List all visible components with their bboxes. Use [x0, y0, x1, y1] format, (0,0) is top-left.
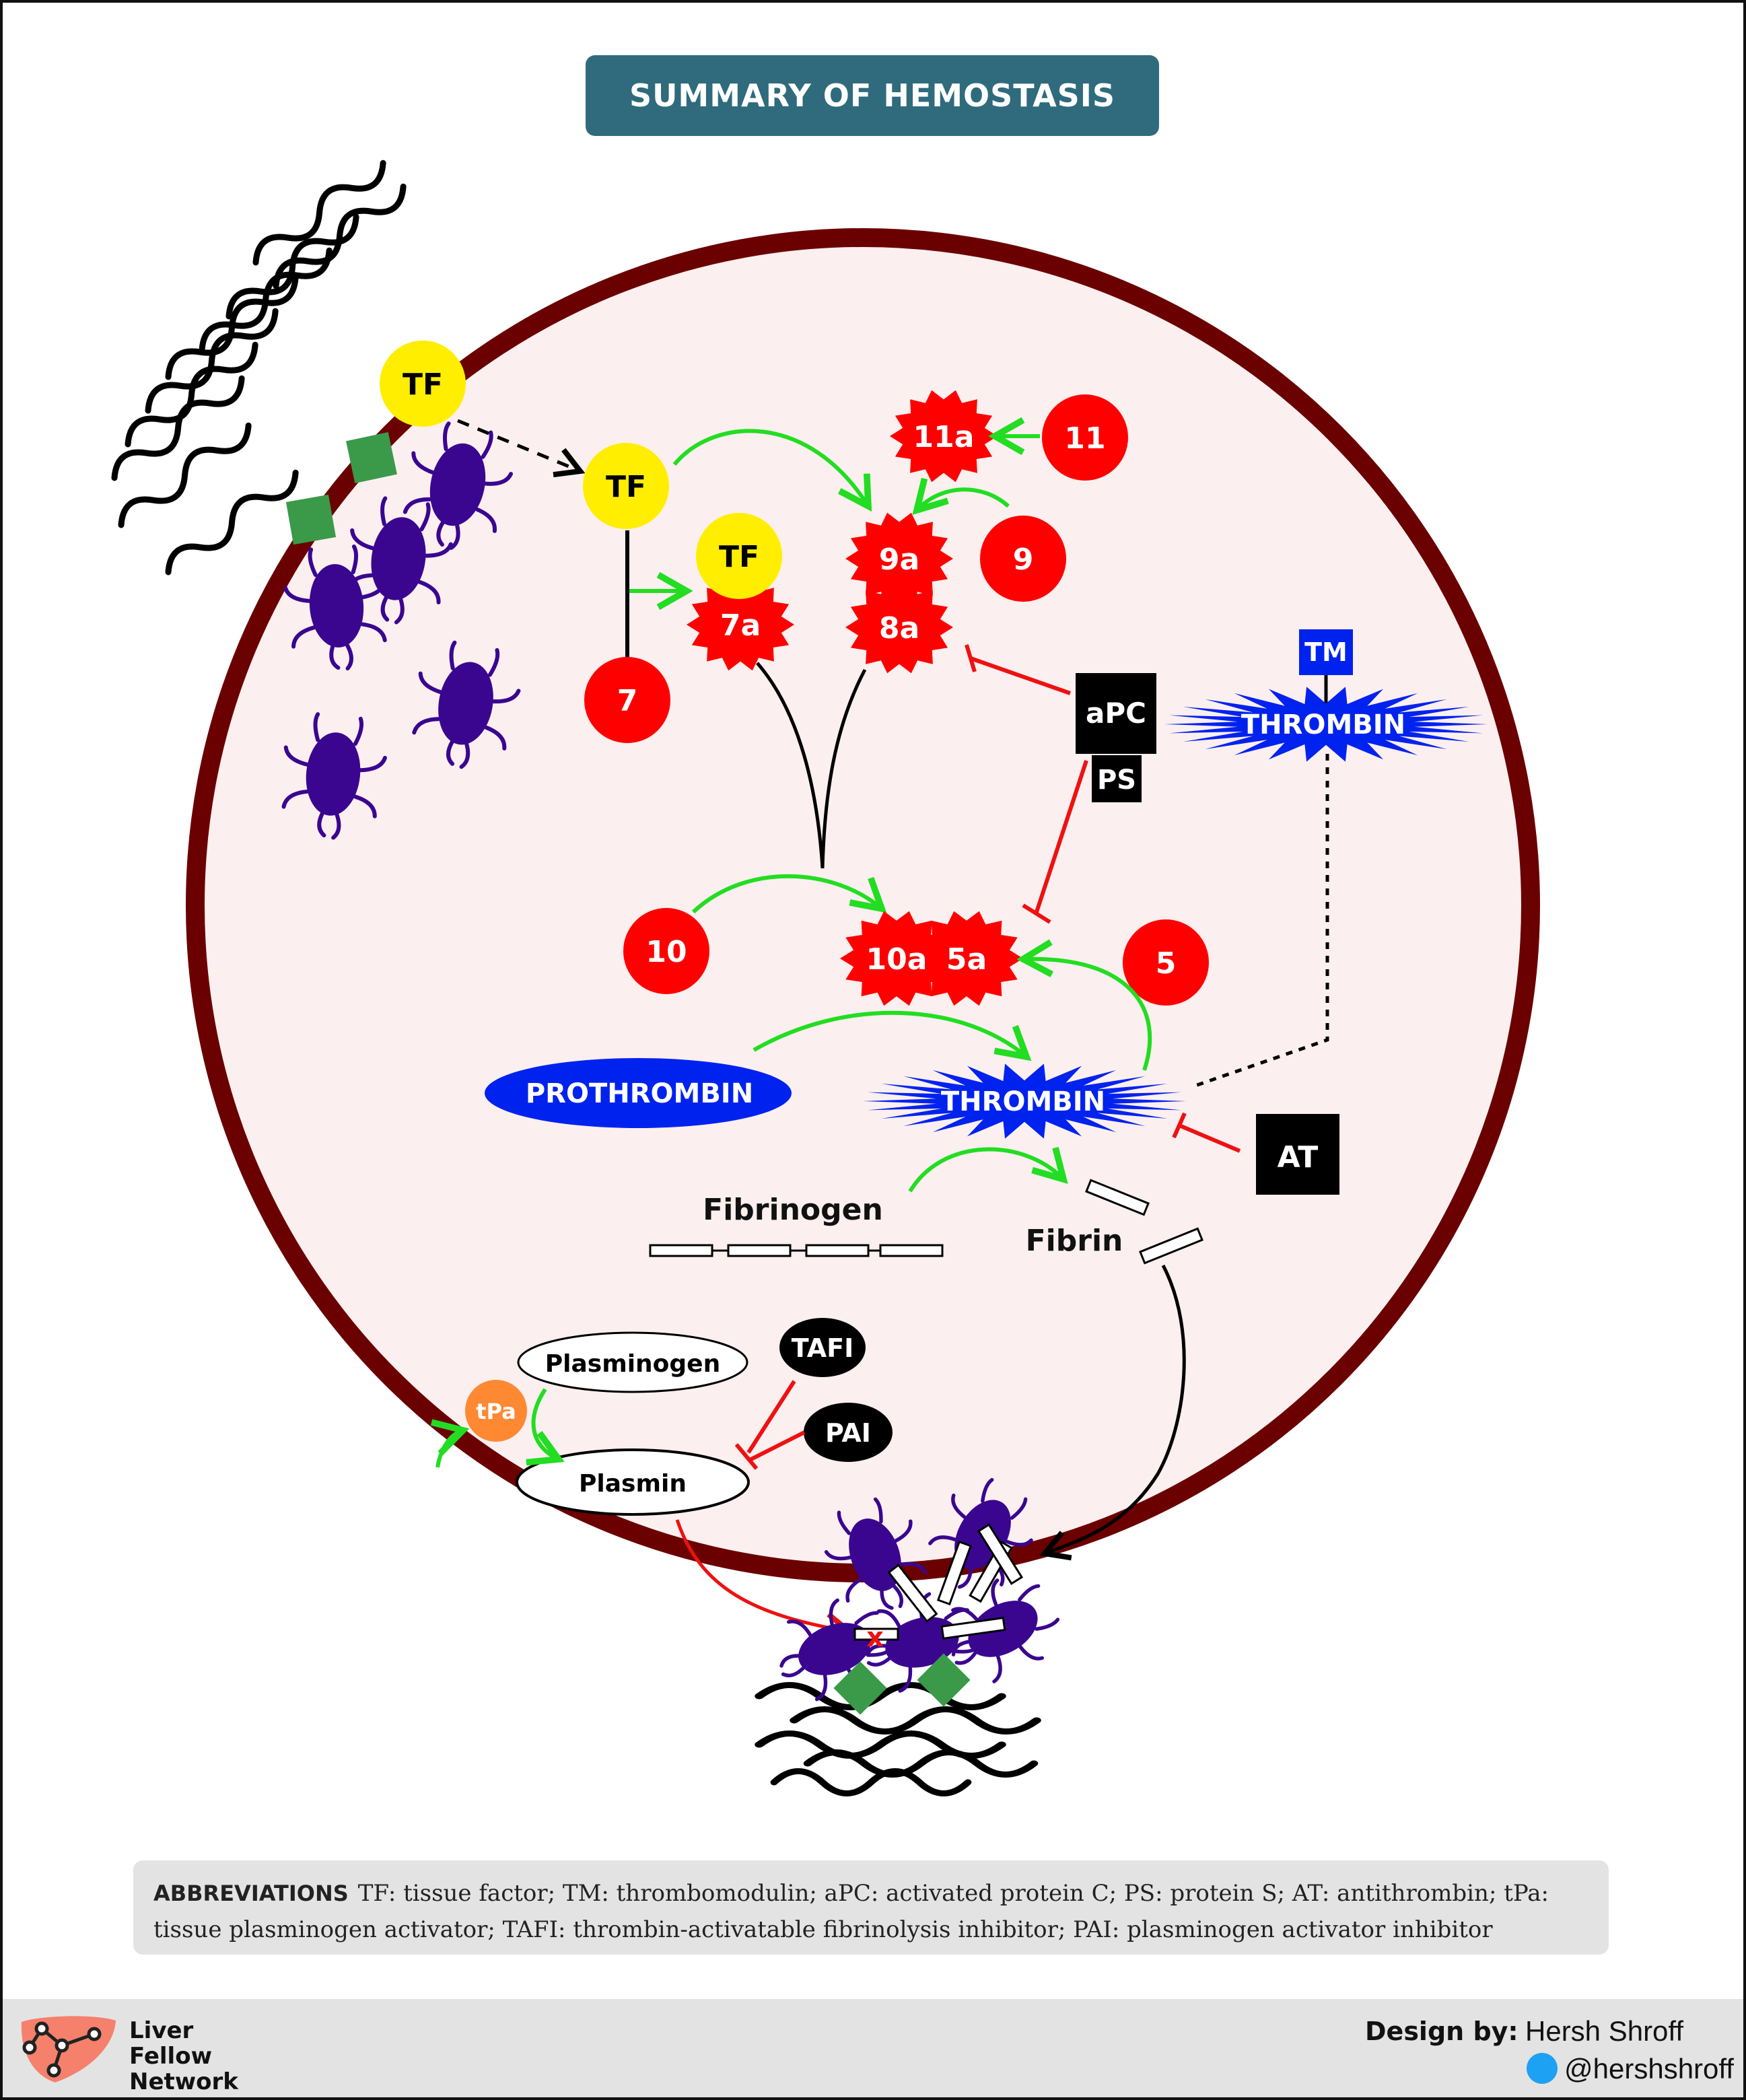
tf-9-activation-arrow	[672, 429, 872, 512]
thrombin-lower-label: THROMBIN	[941, 1086, 1105, 1117]
liver-network-logo-icon	[21, 2016, 116, 2082]
thrombin-lower-star	[863, 1063, 1186, 1139]
tissue-factor-square-icon	[917, 1653, 971, 1707]
logo-line: Fellow	[129, 2043, 212, 2070]
tissue-factor-square-icon	[833, 1661, 887, 1715]
pai-inhibition	[747, 1430, 806, 1463]
fibrin-to-clot-arrow	[1039, 1264, 1186, 1561]
tm-label: TM	[1304, 637, 1348, 667]
factor-10a-label: 10a	[866, 942, 928, 977]
activation-10-arrow	[691, 874, 887, 914]
factor-7a-label: 7a	[720, 608, 761, 643]
logo-line: Liver	[129, 2017, 194, 2044]
twitter-icon	[1527, 2053, 1558, 2084]
factor-5a-star	[910, 911, 1023, 1006]
factor-9a-label: 9a	[879, 542, 919, 577]
at-inhibits-thrombin	[1178, 1123, 1241, 1153]
tf-exposure-arrow	[457, 419, 586, 478]
design-by-label: Design by:	[1365, 2017, 1518, 2046]
factor-10-label: 10	[645, 935, 687, 969]
apc-inhibits-8a	[970, 656, 1071, 695]
fibrinogen-chain	[649, 1244, 944, 1257]
tf-main-circle	[583, 443, 669, 529]
page-title: SUMMARY OF HEMOSTASIS	[586, 55, 1159, 136]
collagen-fiber-icon	[759, 1685, 1037, 1794]
prothrombin-ellipse	[485, 1058, 792, 1128]
factor-5a-label: 5a	[946, 942, 987, 977]
apc-box	[1076, 673, 1156, 754]
footer: Liver Fellow Network Design by: Hersh Sh…	[3, 1999, 1743, 2097]
factor-10a-star	[840, 911, 953, 1006]
thrombin-upper-star	[1164, 687, 1488, 762]
abbreviations-heading: ABBREVIATIONS	[153, 1881, 349, 1906]
ps-label: PS	[1097, 765, 1136, 796]
factor-7-label: 7	[617, 684, 638, 718]
factor-5-circle	[1123, 919, 1209, 1006]
tpa-label: tPa	[476, 1399, 516, 1424]
factor-8a-star	[845, 581, 953, 674]
tm-box	[1299, 629, 1353, 675]
factor-11-label: 11	[1064, 421, 1105, 456]
thrombin-upper-label: THROMBIN	[1241, 709, 1405, 740]
activation-5-arrow	[1016, 939, 1152, 1071]
activation-9-arrow	[912, 477, 1010, 516]
factor-11a-label: 11a	[913, 420, 975, 454]
at-box	[1256, 1114, 1339, 1195]
apc-label: aPC	[1086, 697, 1146, 730]
fibrin-strand	[1139, 1227, 1203, 1265]
factor-11a-star	[890, 390, 998, 483]
fibrin-mesh	[853, 1523, 1024, 1641]
plasmin-ellipse	[516, 1448, 750, 1516]
fibrin-strand	[1085, 1179, 1150, 1216]
fibrinogen-activation-arrow	[908, 1146, 1068, 1193]
at-label: AT	[1278, 1140, 1319, 1175]
logo-text: Liver Fellow Network	[129, 2018, 238, 2095]
tissue-factor-square-icon	[285, 494, 337, 545]
factor-9-label: 9	[1013, 542, 1034, 577]
abbreviations-text: TF: tissue factor; TM: thrombomodulin; a…	[153, 1880, 1549, 1943]
prothrombin-activation-arrow	[753, 1010, 1032, 1061]
thrombin-tm-link	[1191, 754, 1329, 1089]
pai-ellipse	[804, 1403, 893, 1462]
lysis-x-mark: x	[866, 1622, 884, 1653]
factor-8a-label: 8a	[879, 611, 919, 645]
factor-7-circle	[584, 657, 670, 743]
tafi-ellipse	[779, 1318, 866, 1377]
plasminogen-ellipse	[517, 1331, 748, 1393]
factor-10-circle	[623, 908, 709, 994]
tissue-factor-square-icon	[346, 432, 397, 483]
logo-line: Network	[129, 2068, 238, 2095]
factor-11-circle	[1042, 394, 1128, 481]
tafi-inhibition	[746, 1380, 796, 1454]
factor-9-circle	[980, 516, 1066, 602]
apc-inhibits-5a	[1035, 760, 1088, 913]
twitter-handle[interactable]: @hershshroff	[1564, 2053, 1734, 2085]
factor-7a-star	[687, 578, 794, 671]
plasminogen-activation-arrow	[526, 1388, 565, 1466]
pai-label: PAI	[825, 1418, 871, 1448]
tpa-circle	[465, 1380, 527, 1442]
prothrombin-label: PROTHROMBIN	[526, 1078, 753, 1109]
tf-main-label: TF	[606, 470, 646, 504]
tf-7a-circle	[696, 513, 782, 599]
fibrinogen-label: Fibrinogen	[703, 1193, 883, 1227]
plasminogen-label: Plasminogen	[545, 1350, 720, 1378]
blood-vessel-wall	[186, 228, 1540, 1582]
ps-box	[1092, 755, 1142, 802]
author-name: Hersh Shroff	[1525, 2015, 1683, 2047]
tf-7a-label: TF	[719, 540, 759, 574]
tf-wall-label: TF	[403, 368, 443, 402]
tafi-label: TAFI	[792, 1333, 853, 1363]
tf-wall-circle	[380, 341, 466, 427]
tenase-convergence	[756, 662, 867, 869]
factor-5-label: 5	[1156, 946, 1177, 981]
plasmin-label: Plasmin	[579, 1470, 687, 1498]
fibrin-label: Fibrin	[1026, 1224, 1123, 1258]
factor-9a-star	[845, 512, 953, 605]
plasmin-lysis-arrow	[675, 1519, 855, 1644]
tpa-release-arrow	[430, 1419, 470, 1468]
